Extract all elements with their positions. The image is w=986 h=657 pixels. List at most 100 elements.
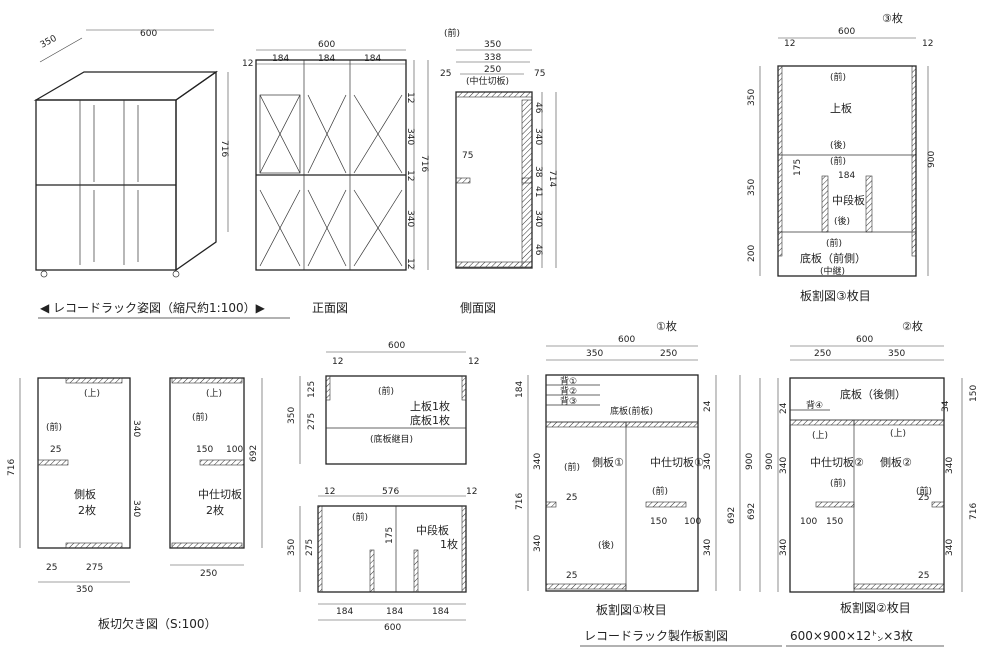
layout3-bottom: 底板（前側） (800, 251, 866, 265)
layout3-bottom-sub: (中継) (820, 265, 845, 277)
layout1-title: 板割図①枚目 (596, 602, 667, 617)
side-c-label: 46 (533, 102, 543, 114)
layout1-front-1: (前) (564, 461, 580, 473)
layout2-sheet-mark: ②枚 (902, 319, 923, 333)
layout1-back-2: 背② (560, 385, 577, 397)
mid-shelf-dim-350: 350 (287, 539, 297, 556)
layout1-24: 24 (703, 400, 713, 412)
layout2-bottom: 底板（後側） (840, 387, 906, 401)
cutout-dim-340b: 340 (131, 500, 141, 517)
layout1-side: 側板① (592, 455, 624, 469)
layout2-150v: 150 (969, 385, 979, 402)
front-col-3: 184 (364, 54, 381, 64)
layout3-back-1: (後) (830, 139, 846, 151)
layout3-dim-175: 175 (793, 159, 803, 176)
layout1-250: 250 (660, 349, 677, 359)
layout1-340a: 340 (533, 453, 543, 470)
layout2-34: 34 (941, 400, 951, 412)
cutout-dim-25: 25 (50, 445, 61, 455)
mid-shelf-t-left: 12 (324, 487, 335, 497)
side-front-label: (前) (444, 27, 460, 39)
layout1-100: 100 (684, 517, 701, 527)
cutout-top-2: (上) (206, 388, 222, 399)
cutout-div: 中仕切板 (198, 487, 242, 501)
layout1-25b: 25 (566, 571, 577, 581)
layout1-716: 716 (515, 493, 525, 510)
layout3-t-right: 12 (922, 39, 933, 49)
layout1-340d: 340 (703, 539, 713, 556)
cutout-div-qty: 2枚 (206, 503, 224, 517)
mid-shelf-184c: 184 (432, 607, 449, 617)
side-340-bottom: 340 (533, 210, 543, 227)
layout3-sheet-mark: ③枚 (882, 11, 903, 25)
mid-shelf-t-right: 12 (466, 487, 477, 497)
top-panel-l2: 底板1枚 (410, 413, 450, 427)
layout2-side: 側板② (880, 455, 912, 469)
layout2-100: 100 (800, 517, 817, 527)
layout2-900: 900 (765, 453, 775, 470)
front-title: 正面図 (312, 301, 348, 315)
mid-shelf-dim-275: 275 (305, 539, 315, 556)
layout2-340b: 340 (779, 539, 789, 556)
layout2-front-2: (前) (916, 485, 932, 497)
cutout-dim-350: 350 (76, 585, 93, 595)
layout2-24: 24 (779, 402, 789, 414)
mid-shelf-175: 175 (385, 527, 395, 544)
layout1-div: 中仕切板① (650, 455, 704, 469)
perspective-depth-label: 350 (39, 34, 59, 51)
cutout-side-qty: 2枚 (78, 503, 96, 517)
front-view: 600 184 184 184 12 12 340 12 340 12 716 (242, 40, 429, 271)
top-panel-t-right: 12 (468, 357, 479, 367)
front-col-2: 184 (318, 54, 335, 64)
layout-3-panel: ③枚 600 12 12 (前) 上板 (後) (前) 184 中段板 (後) … (747, 11, 937, 277)
top-panel-t-left: 12 (332, 357, 343, 367)
layout3-dim-350b: 350 (747, 179, 757, 196)
layout2-div: 中仕切板② (810, 455, 864, 469)
side-depth-3: 250 (484, 65, 501, 75)
spec-text: 600×900×12㌧×3枚 (790, 628, 913, 643)
layout2-width: 600 (856, 335, 873, 345)
cutout-title: 板切欠き図（S:100） (98, 616, 217, 631)
side-340-top: 340 (533, 128, 543, 145)
front-thickness-bottom: 12 (405, 258, 415, 269)
cutout-dim-100: 100 (226, 445, 243, 455)
front-mid-label: 12 (405, 170, 415, 181)
top-panel-l1: 上板1枚 (410, 399, 450, 413)
layout3-title: 板割図③枚目 (800, 288, 871, 303)
layout2-250: 250 (814, 349, 831, 359)
cutout-front-1: (前) (46, 421, 62, 433)
side-a-mid: 75 (462, 151, 473, 161)
layout2-340c: 340 (945, 457, 955, 474)
layout1-sheet-mark: ①枚 (656, 319, 677, 333)
cutout-dim-340a: 340 (131, 420, 141, 437)
layout2-25b: 25 (918, 571, 929, 581)
cutout-dim-275: 275 (86, 563, 103, 573)
perspective-view: 350 600 716 (33, 29, 229, 278)
layout2-25a: 25 (918, 493, 929, 503)
layout2-350: 350 (888, 349, 905, 359)
front-col-1: 184 (272, 54, 289, 64)
layout3-t-left: 12 (784, 39, 795, 49)
mid-shelf-184b: 184 (386, 607, 403, 617)
layout2-150: 150 (826, 517, 843, 527)
layout2-front-1: (前) (830, 477, 846, 489)
mid-shelf-l1: 中段板 (416, 523, 449, 537)
layout2-top-2: (上) (890, 428, 906, 439)
layout1-900: 900 (745, 453, 755, 470)
front-thickness-top: 12 (405, 92, 415, 103)
cutout-dim-716: 716 (7, 459, 17, 476)
layout-1-panel: ①枚 600 350 250 背① 背② 背③ 底板(前板) (前) 側板① 中… (515, 319, 755, 592)
layout3-dim-200: 200 (747, 245, 757, 262)
side-sub-label: (中仕切板) (466, 75, 509, 87)
side-depth-1: 350 (484, 40, 501, 50)
layout1-bottom: 底板(前板) (610, 405, 653, 417)
layout1-184: 184 (515, 381, 525, 398)
mid-shelf-width: 576 (382, 487, 399, 497)
layout1-340c: 340 (703, 453, 713, 470)
front-row-2: 340 (405, 210, 415, 227)
mid-shelf-184a: 184 (336, 607, 353, 617)
cutout-dim-25b: 25 (46, 563, 57, 573)
mid-shelf-l2: 1枚 (440, 537, 458, 551)
layout3-width: 600 (838, 27, 855, 37)
cutout-top-1: (上) (84, 388, 100, 399)
